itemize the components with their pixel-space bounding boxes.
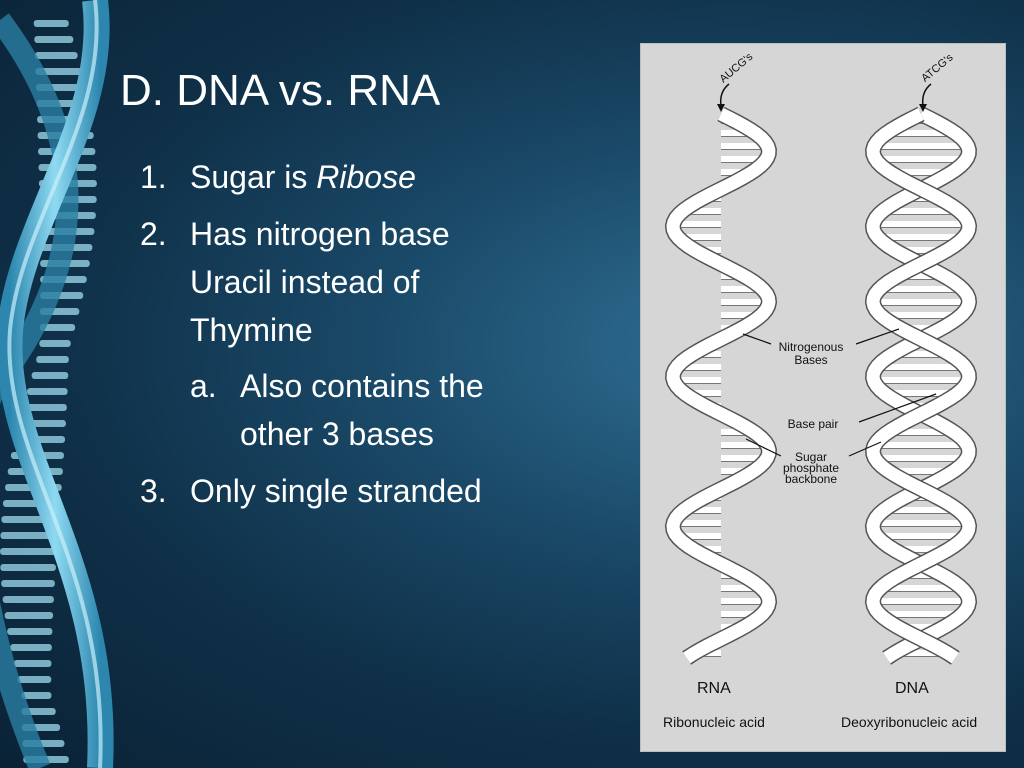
list-number: 2. [140,216,167,252]
list-text: Sugar is Ribose [190,153,416,201]
helix-rung [17,676,52,683]
dna-tag-arrow [921,83,932,107]
rna-tag-arrowhead [717,104,725,112]
helix-rung [27,388,68,395]
list-text-plain: Sugar is [190,159,317,195]
helix-rung [35,68,82,75]
helix-rung [39,324,76,331]
helix-rung [7,628,53,635]
list-text: Has nitrogen base Uracil instead of Thym… [190,210,450,354]
helix-rung [33,20,69,27]
helix-rung [31,372,69,379]
helix-rung [1,580,55,587]
list-text-line: Has nitrogen base [190,216,450,252]
leader-nitrogenous-rna [742,333,772,345]
leader-base-pair [858,393,937,423]
rna-tag-arrow [719,83,730,107]
dna-strands [864,106,978,665]
helix-rung [39,340,71,347]
list-text-italic: Ribose [316,159,416,195]
rna-title: RNA [697,680,731,697]
leader-sugar-dna [848,441,882,457]
sugar-phosphate-backbone [666,108,776,664]
helix-rung [22,404,67,411]
list-text: Also contains the other 3 bases [240,362,484,458]
helix-rung [0,532,59,539]
list-text: Only single stranded [190,473,482,509]
helix-rung [36,356,69,363]
helix-strand-back [0,13,79,768]
helix-rung [2,596,54,603]
rna-strand [664,106,778,665]
nitrogenous-bases-label: Nitrogenous Bases [778,340,844,367]
leader-nitrogenous-dna [855,328,900,345]
list-text-line: Uracil instead of [190,264,420,300]
dna-subtitle: Deoxyribonucleic acid [841,714,978,730]
dna-rna-figure: AUCG's ATCG's Nitrogenous Bases Base pai… [640,43,1006,752]
sugar-phosphate-backbone [866,108,976,664]
list-number: 3. [140,473,167,509]
helix-rung [4,612,54,619]
base-pair-label: Base pair [787,417,839,431]
helix-rung [34,36,74,43]
helix-rung [0,548,58,555]
list-text-line: other 3 bases [240,416,434,452]
helix-illustration [664,83,978,665]
helix-rung [21,692,52,699]
rna-subtitle: Ribonucleic acid [663,714,765,730]
helix-rung [0,564,56,571]
list-letter: a. [190,368,217,404]
dna-tag-arrowhead [919,104,927,112]
list-text-line: Also contains the [240,368,484,404]
leader-sugar-rna [745,438,782,457]
helix-strand-front-highlight [7,0,103,768]
helix-rung [10,644,52,651]
slide-title: D. DNA vs. RNA [120,66,441,115]
sugar-phosphate-backbone-label: Sugar phosphate backbone [782,450,840,486]
helix-rung [34,52,78,59]
list-text-line: Thymine [190,312,313,348]
list-number: 1. [140,159,167,195]
dna-title: DNA [895,680,929,697]
helix-rung [13,660,52,667]
